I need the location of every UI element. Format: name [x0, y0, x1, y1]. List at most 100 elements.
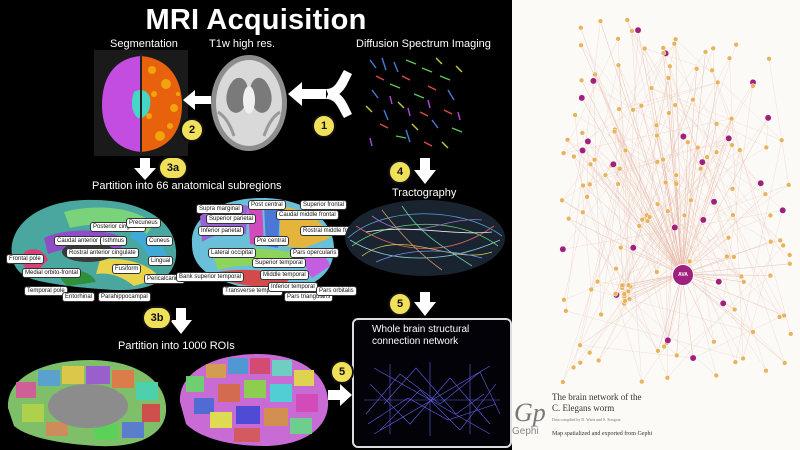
- network-edge: [597, 112, 670, 282]
- network-node: [609, 160, 617, 168]
- network-node: [699, 216, 707, 224]
- label-segmentation: Segmentation: [110, 38, 178, 50]
- network-edge: [676, 275, 771, 356]
- network-node: [578, 94, 586, 102]
- region-tag-middle-temporal: Middle temporal: [260, 270, 309, 280]
- arrow-down-3b: [170, 308, 192, 334]
- network-node: [572, 112, 578, 118]
- region-tag-isthmus: Isthmus: [100, 236, 128, 246]
- network-node: [787, 261, 793, 267]
- region-tag-rostral-ant-cingulate: Rostral anterior cingulate: [66, 248, 139, 258]
- network-node: [719, 299, 727, 307]
- network-node: [580, 209, 586, 215]
- region-tag-parahippocampal: Parahippocampal: [98, 292, 151, 302]
- network-edge: [675, 39, 782, 141]
- region-tag-precuneus: Precuneus: [126, 218, 161, 228]
- network-edge: [624, 77, 669, 297]
- gephi-title-line2: C. Elegans worm: [552, 403, 615, 413]
- network-node: [728, 116, 735, 122]
- network-edge: [614, 131, 683, 275]
- network-node: [579, 130, 585, 136]
- network-node: [665, 208, 671, 214]
- network-edge: [618, 108, 629, 286]
- network-node: [653, 122, 660, 128]
- hub-node: AVA: [672, 264, 694, 286]
- gephi-wordmark: Gephi: [512, 426, 539, 437]
- roi-brain-medial: [7, 360, 167, 447]
- network-node: [781, 312, 787, 319]
- network-node: [698, 165, 704, 172]
- network-node: [750, 83, 756, 89]
- region-tag-frontal-pole: Frontal pole: [6, 254, 44, 264]
- arrow-down-4: [414, 158, 436, 184]
- network-node: [665, 75, 672, 81]
- network-edge: [681, 273, 785, 364]
- figure-title: MRI Acquisition: [145, 4, 367, 36]
- network-node: [587, 181, 593, 188]
- network-edge: [579, 183, 619, 346]
- arrow-down-3a: [134, 158, 156, 180]
- region-tag-supra-marginal: Supra marginal: [196, 204, 243, 214]
- network-node: [636, 223, 642, 229]
- network-node: [616, 106, 622, 112]
- network-edge: [681, 273, 754, 333]
- network-edge: [732, 150, 740, 189]
- network-image: [364, 362, 501, 436]
- network-edge: [644, 48, 713, 71]
- network-node: [654, 269, 660, 275]
- network-edge: [582, 185, 683, 275]
- network-edge: [562, 51, 706, 250]
- network-edge: [681, 68, 697, 275]
- network-edge: [627, 19, 717, 376]
- network-node: [685, 139, 691, 145]
- network-node: [671, 41, 677, 47]
- label-dsi: Diffusion Spectrum Imaging: [356, 38, 491, 50]
- network-title-line2: connection network: [372, 336, 459, 347]
- network-edge: [615, 218, 643, 294]
- network-node: [762, 191, 768, 197]
- network-node: [663, 179, 669, 186]
- network-node: [639, 378, 645, 385]
- network-edge: [624, 138, 729, 295]
- network-edge: [713, 48, 717, 153]
- network-edge: [617, 38, 631, 287]
- network-node: [639, 216, 645, 223]
- network-node: [654, 132, 660, 139]
- network-node: [578, 25, 584, 31]
- gephi-network-figure: AVA: [512, 0, 800, 450]
- network-node: [715, 79, 721, 86]
- network-node: [622, 147, 629, 154]
- network-node: [587, 349, 593, 356]
- network-node: [589, 77, 597, 85]
- network-node: [660, 50, 667, 56]
- network-edge: [697, 147, 785, 316]
- network-edges: [561, 19, 791, 383]
- network-edge: [681, 51, 706, 275]
- gephi-footer: Map spatialized and exported from Gephi: [552, 431, 653, 437]
- network-node: [776, 314, 783, 320]
- network-node: [672, 102, 678, 108]
- network-node: [584, 137, 592, 145]
- region-tag-superior-temporal: Superior temporal: [252, 258, 306, 268]
- network-node: [725, 134, 733, 142]
- network-node: [588, 286, 594, 293]
- network-node: [559, 197, 565, 203]
- network-node: [561, 297, 567, 303]
- network-node: [602, 172, 609, 178]
- network-node: [615, 36, 621, 42]
- network-node: [594, 278, 601, 285]
- network-node: [782, 360, 788, 366]
- network-edge: [662, 142, 688, 160]
- network-node: [648, 85, 655, 91]
- network-edge: [681, 138, 729, 275]
- network-node: [666, 110, 672, 116]
- network-node: [763, 368, 769, 374]
- network-node: [612, 291, 619, 297]
- network-edge: [598, 147, 698, 361]
- network-edge: [568, 150, 583, 219]
- network-edge: [667, 245, 784, 378]
- network-edge: [562, 268, 617, 383]
- network-node: [597, 18, 604, 24]
- network-node: [695, 145, 701, 151]
- arrow-right-5: [328, 384, 352, 406]
